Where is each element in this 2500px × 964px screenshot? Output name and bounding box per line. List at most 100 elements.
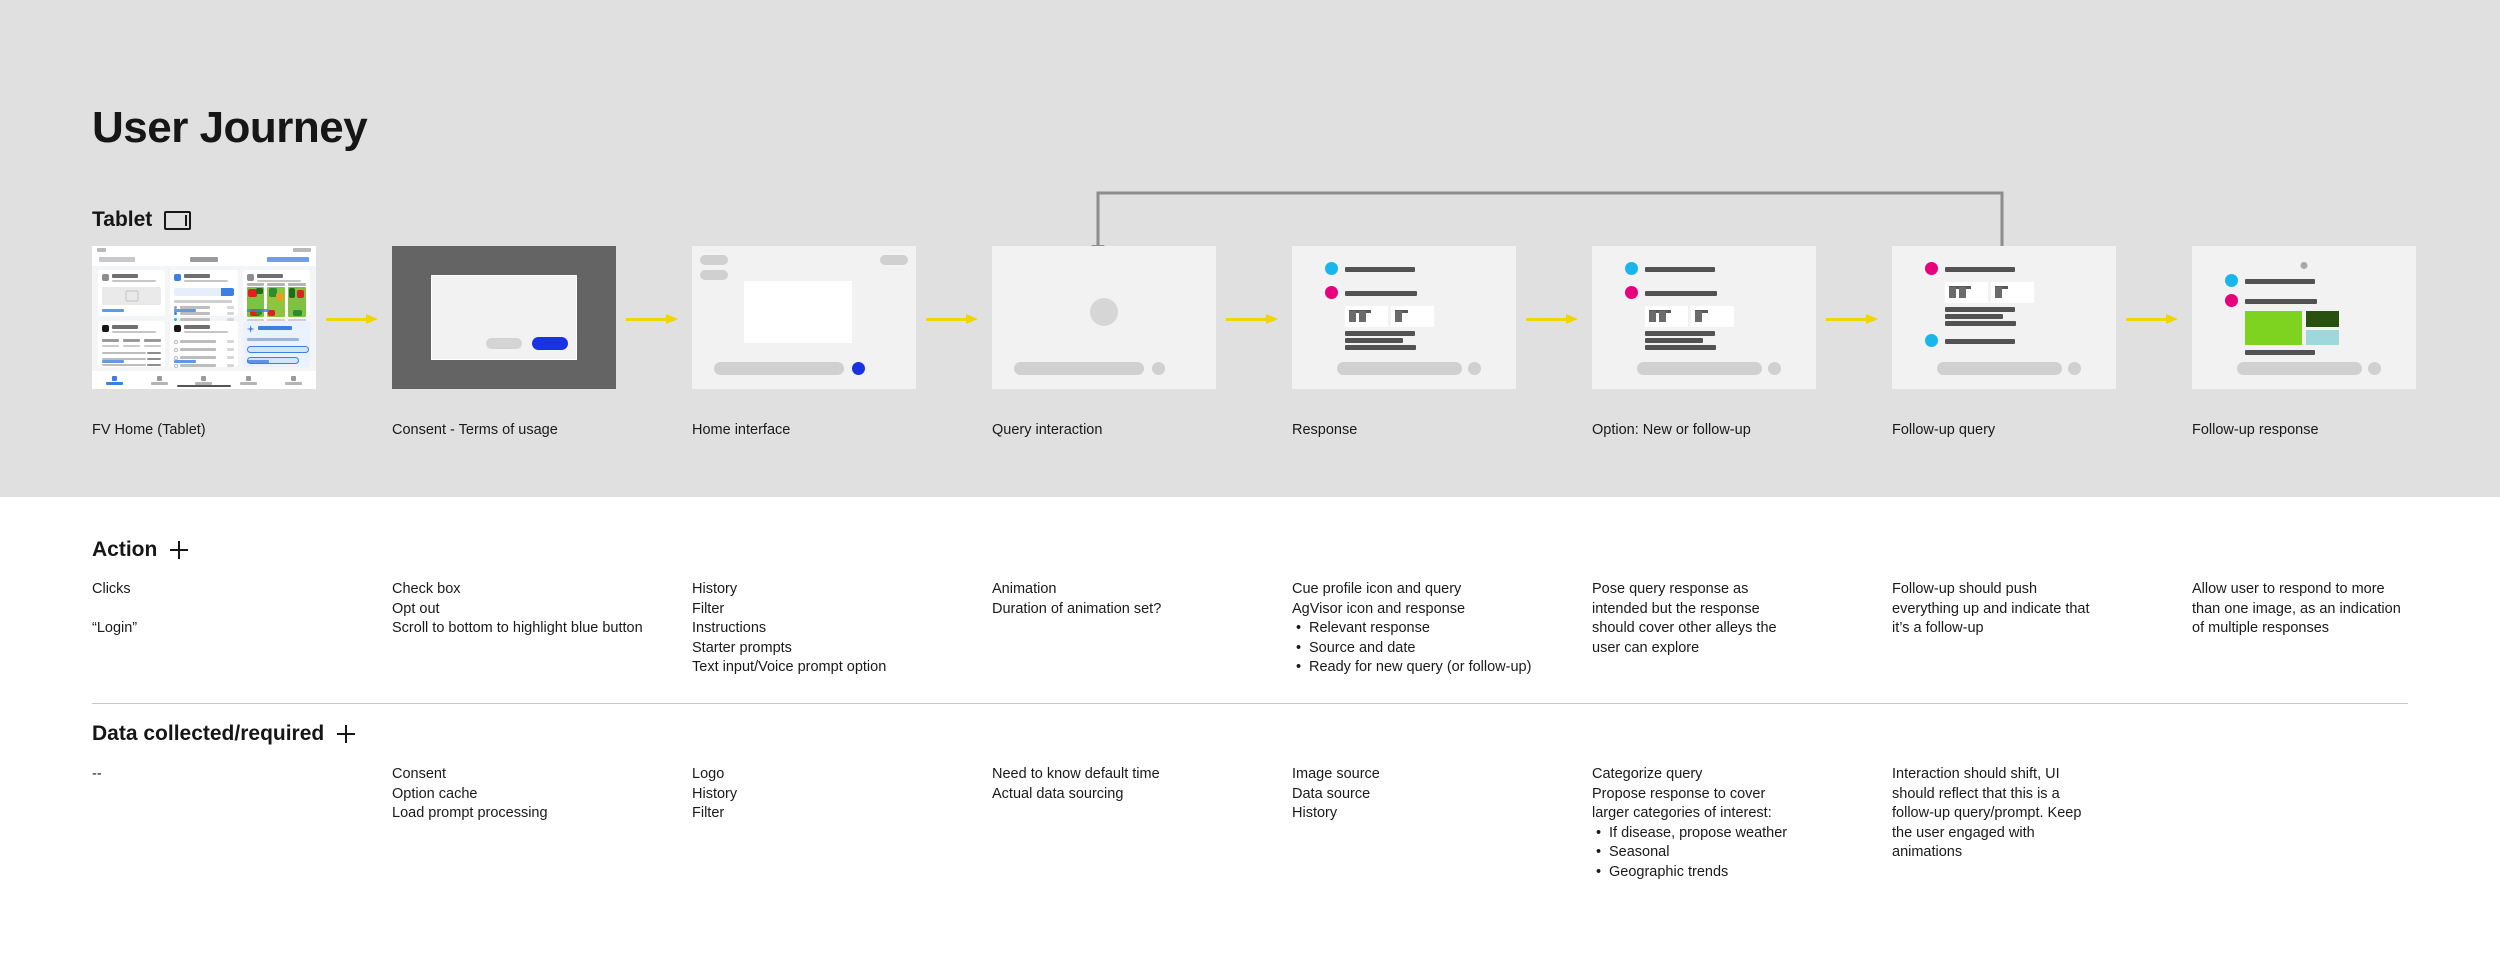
bullet-item: If disease, propose weather (1596, 824, 1872, 844)
operation-name-select[interactable] (267, 257, 309, 262)
response-caption-line (2245, 350, 2315, 355)
flow-frame-query[interactable] (992, 246, 1216, 389)
card-rainfall[interactable] (170, 270, 238, 321)
source-card-2[interactable] (1391, 306, 1434, 327)
text-line: Interaction should shift, UI (1892, 766, 2060, 782)
source-card-2[interactable] (1691, 306, 1734, 327)
text-line: Follow-up should push (1892, 581, 2038, 597)
flow-caption-followup-response: Follow-up response (2192, 422, 2319, 438)
source-card-2[interactable] (1991, 282, 2034, 303)
text-line: should cover other alleys the (1592, 620, 1777, 636)
suggested-prompt-1[interactable] (246, 346, 309, 353)
response-body-1 (1945, 307, 2015, 312)
response-mockup (1292, 246, 1516, 389)
text-line: user can explore (1592, 639, 1700, 656)
source-card-1[interactable] (1645, 306, 1688, 327)
prompt-input[interactable] (1014, 362, 1144, 375)
card-agvisor-beta[interactable] (242, 321, 310, 367)
text-line: Instructions (692, 620, 767, 636)
flow-frame-followup-query[interactable] (1892, 246, 2116, 389)
source-card-1[interactable] (1945, 282, 1988, 303)
take-action-link[interactable] (246, 360, 269, 363)
flow-arrow-7 (2126, 314, 2178, 324)
text-line: than one image, as an indication (2192, 600, 2401, 617)
data-section-title: Data collected/required (92, 722, 356, 746)
card-field-health[interactable] (242, 270, 310, 322)
tab-documentation[interactable] (240, 375, 258, 385)
text-line: it’s a follow-up (1892, 620, 1984, 636)
card-field-analysis[interactable] (98, 321, 166, 367)
prompt-input[interactable] (714, 362, 844, 375)
card-radar[interactable] (98, 270, 166, 316)
plus-icon[interactable] (337, 725, 356, 743)
tab-reports[interactable] (195, 375, 213, 385)
user-avatar-icon (1925, 334, 1938, 347)
text-line: Allow user to respond to more (2192, 581, 2385, 597)
text-line: Duration of animation set? (992, 600, 1162, 617)
send-button[interactable] (852, 362, 865, 375)
flow-frame-consent[interactable] (392, 246, 616, 389)
prompt-input[interactable] (1937, 362, 2062, 375)
view-more-link[interactable] (102, 360, 124, 363)
card-activities[interactable] (170, 321, 238, 368)
flow-caption-consent: Consent - Terms of usage (392, 422, 558, 438)
text-line: larger categories of interest: (1592, 805, 1772, 821)
view-more-link[interactable] (102, 309, 124, 312)
response-line (2245, 299, 2317, 304)
send-button[interactable] (2368, 362, 2381, 375)
prompt-input[interactable] (1337, 362, 1462, 375)
bottom-tab-bar[interactable] (92, 371, 316, 389)
text-line: Categorize query (1592, 766, 1703, 782)
loading-animation-circle (1090, 298, 1118, 326)
send-button[interactable] (1152, 362, 1165, 375)
field-health-maps (246, 287, 306, 317)
view-more-link[interactable] (246, 309, 269, 312)
dashboard-body (92, 266, 316, 371)
prompt-input[interactable] (2237, 362, 2362, 375)
bullet-list: If disease, propose weatherSeasonalGeogr… (1592, 824, 1872, 883)
send-button[interactable] (2068, 362, 2081, 375)
text-line: Propose response to cover (1592, 785, 1766, 802)
image-result-tertiary[interactable] (2306, 330, 2339, 345)
text-line: Text input/Voice prompt option (692, 659, 887, 675)
text-line: “Login” (92, 620, 138, 636)
view-more-link[interactable] (174, 309, 197, 312)
action-col-7: Allow user to respond to more than one im… (2192, 580, 2472, 639)
opt-out-button[interactable] (485, 338, 522, 350)
flow-frame-option[interactable] (1592, 246, 1816, 389)
response-line (1345, 291, 1417, 296)
flow-caption-home-interface: Home interface (692, 422, 791, 438)
dashboard-header (92, 253, 316, 266)
device-label: Tablet (92, 208, 153, 231)
flow-frame-followup-response[interactable] (2192, 246, 2416, 389)
text-spacer (92, 600, 362, 620)
flow-frame-response[interactable] (1292, 246, 1516, 389)
flow-frame-home-interface[interactable] (692, 246, 916, 389)
tab-fields[interactable] (150, 375, 168, 385)
source-card-1[interactable] (1345, 306, 1388, 327)
view-more-link[interactable] (174, 360, 197, 363)
response-body-1 (1645, 331, 1715, 336)
text-line: Image source (1292, 766, 1380, 782)
send-button[interactable] (1468, 362, 1481, 375)
text-line: Clicks (92, 581, 131, 597)
accept-button[interactable] (531, 336, 568, 350)
tab-settings[interactable] (285, 375, 303, 385)
flow-frame-fv-home[interactable] (92, 246, 316, 389)
flow-arrow-5 (1526, 314, 1578, 324)
plus-icon[interactable] (170, 541, 189, 559)
image-result-secondary[interactable] (2306, 311, 2339, 327)
tab-overview[interactable] (105, 375, 123, 385)
prompt-input[interactable] (1637, 362, 1762, 375)
overview-title (190, 257, 218, 262)
response-body-2 (1345, 338, 1403, 343)
send-button[interactable] (1768, 362, 1781, 375)
text-line: Logo (692, 766, 725, 782)
flow-arrow-2 (626, 314, 678, 324)
image-result-main[interactable] (2245, 311, 2302, 345)
